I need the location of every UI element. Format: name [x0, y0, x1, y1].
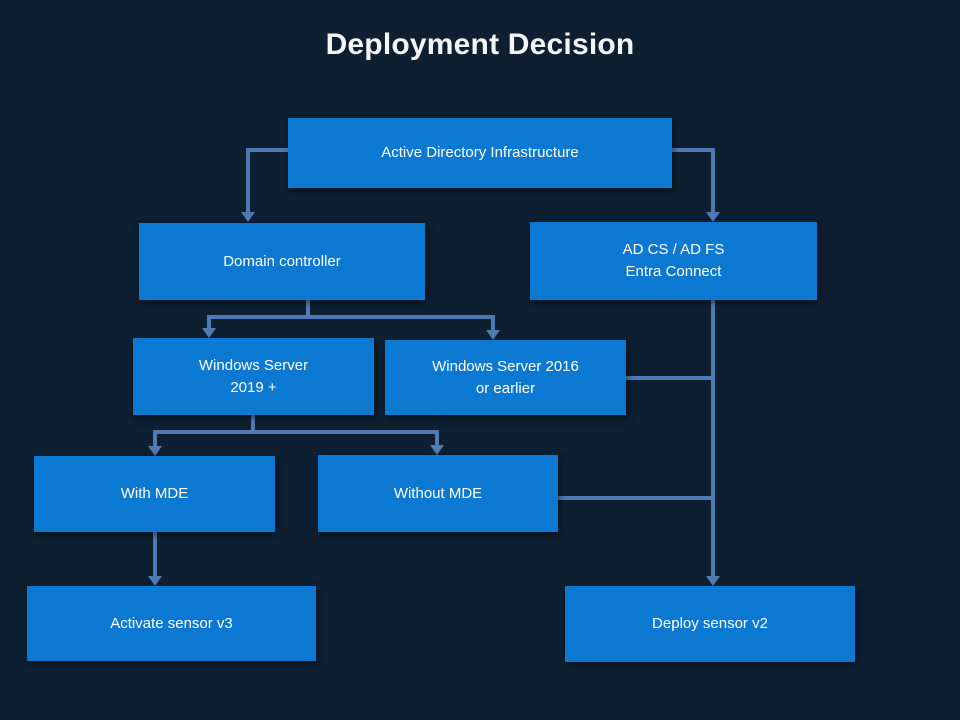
arrowhead-to-ws2019 — [202, 328, 216, 338]
connector-adi-to-dc-vertical — [246, 148, 250, 212]
connector-split-to-withmde — [153, 430, 157, 446]
arrowhead-to-domain-controller — [241, 212, 255, 222]
node-deploy-sensor-v2: Deploy sensor v2 — [565, 586, 855, 662]
arrowhead-to-withoutmde — [430, 445, 444, 455]
node-active-directory-infrastructure: Active Directory Infrastructure — [288, 118, 672, 188]
node-windows-server-2019-plus: Windows Server 2019 + — [133, 338, 374, 415]
node-domain-controller: Domain controller — [139, 223, 425, 300]
connector-mde-split-horizontal — [153, 430, 439, 434]
arrowhead-to-deploy-v2 — [706, 576, 720, 586]
page-title: Deployment Decision — [325, 28, 635, 61]
node-windows-server-2016-or-earlier: Windows Server 2016 or earlier — [385, 340, 626, 415]
node-activate-sensor-v3: Activate sensor v3 — [27, 586, 316, 661]
connector-adi-to-adcs-horizontal — [672, 148, 713, 152]
connector-split-to-ws2016 — [491, 315, 495, 330]
connector-ws2019-drop — [251, 415, 255, 434]
connector-adi-to-adcs-vertical — [711, 148, 715, 212]
connector-withmde-to-activate — [153, 532, 157, 576]
node-adcs-adfs-entra-connect: AD CS / AD FS Entra Connect — [530, 222, 817, 300]
connector-dc-drop — [306, 300, 310, 319]
connector-adi-to-dc-horizontal — [248, 148, 288, 152]
arrowhead-to-activate-v3 — [148, 576, 162, 586]
connector-ws2016-to-trunk — [626, 376, 713, 380]
arrowhead-to-adcs — [706, 212, 720, 222]
connector-split-to-ws2019 — [207, 315, 211, 328]
node-with-mde: With MDE — [34, 456, 275, 532]
connector-split-to-withoutmde — [435, 430, 439, 445]
connector-adcs-to-deploy-trunk — [711, 300, 715, 576]
arrowhead-to-withmde — [148, 446, 162, 456]
node-without-mde: Without MDE — [318, 455, 558, 532]
arrowhead-to-ws2016 — [486, 330, 500, 340]
connector-withoutmde-to-trunk — [558, 496, 713, 500]
connector-dc-split-horizontal — [207, 315, 495, 319]
